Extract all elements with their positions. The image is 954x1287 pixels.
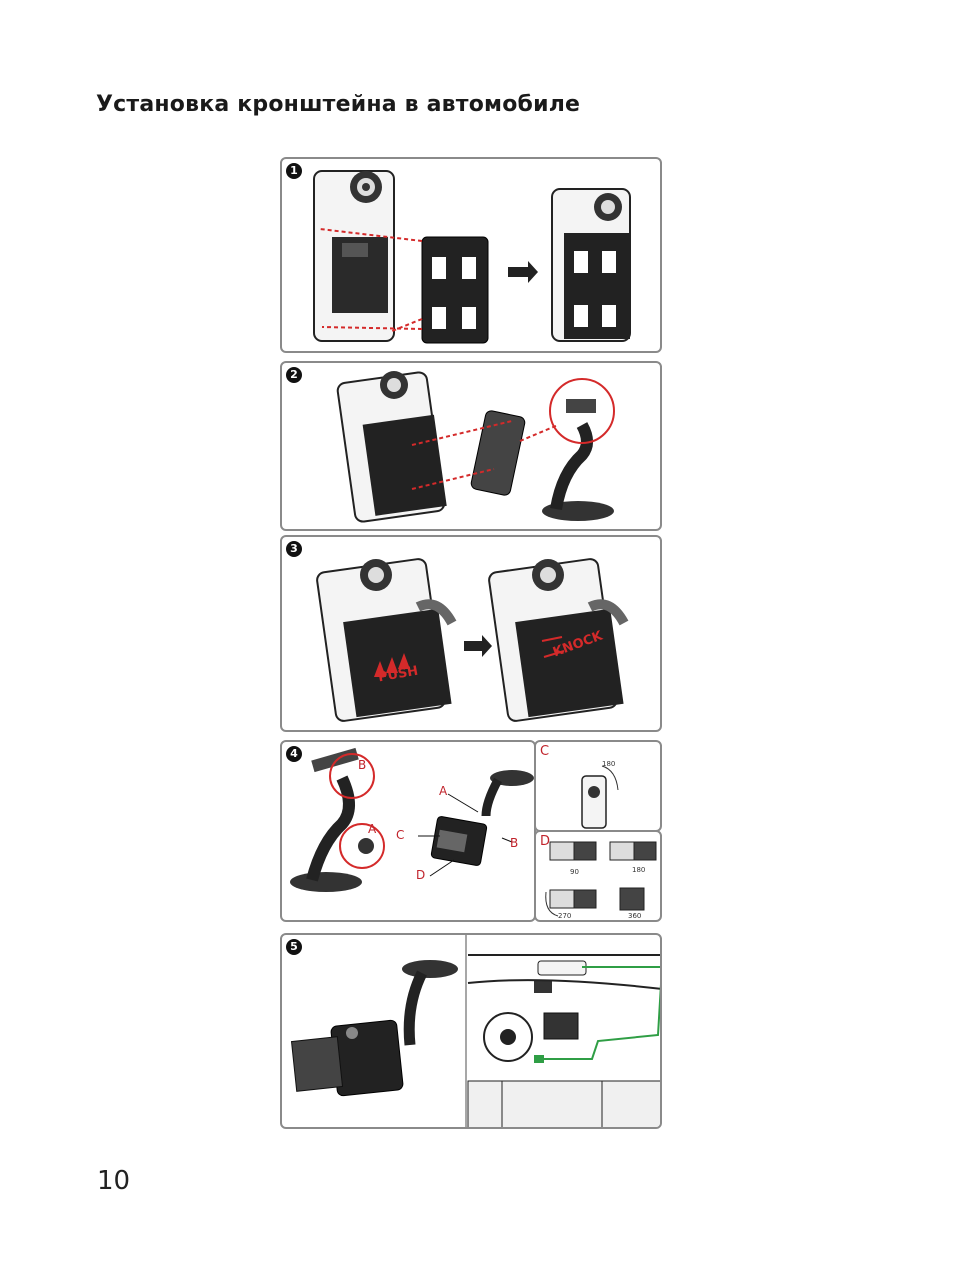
step-4c-panel: C 180	[534, 740, 662, 832]
step-4c-illustration	[536, 742, 662, 832]
step-3-illustration	[282, 537, 662, 732]
sub-c-angle: 180	[602, 760, 615, 768]
label-a1: A	[368, 822, 376, 836]
page-title: Установка кронштейна в автомобиле	[96, 92, 580, 117]
step-4-panel: 4 B A A C B D	[280, 740, 536, 922]
step-4-illustration	[282, 742, 536, 922]
label-a2: A	[439, 784, 447, 798]
label-c: C	[396, 828, 404, 842]
step-2-panel: 2	[280, 361, 662, 531]
step-1-panel: 1	[280, 157, 662, 353]
page-number: 10	[97, 1166, 130, 1196]
step-4d-panel: D 90 180 270 360	[534, 830, 662, 922]
sub-d-angle-90: 90	[570, 868, 579, 876]
sub-d-angle-270: 270	[558, 912, 571, 920]
step-5-illustration	[282, 935, 662, 1129]
step-1-illustration	[282, 159, 662, 353]
step-4d-illustration	[536, 832, 662, 922]
sub-d-angle-180: 180	[632, 866, 645, 874]
step-5-panel: 5	[280, 933, 662, 1129]
step-3-panel: 3 PUSH KNOCK	[280, 535, 662, 732]
sub-d-angle-360: 360	[628, 912, 641, 920]
label-b2: B	[510, 836, 518, 850]
label-b1: B	[358, 758, 366, 772]
label-d: D	[416, 868, 425, 882]
step-2-illustration	[282, 363, 662, 531]
